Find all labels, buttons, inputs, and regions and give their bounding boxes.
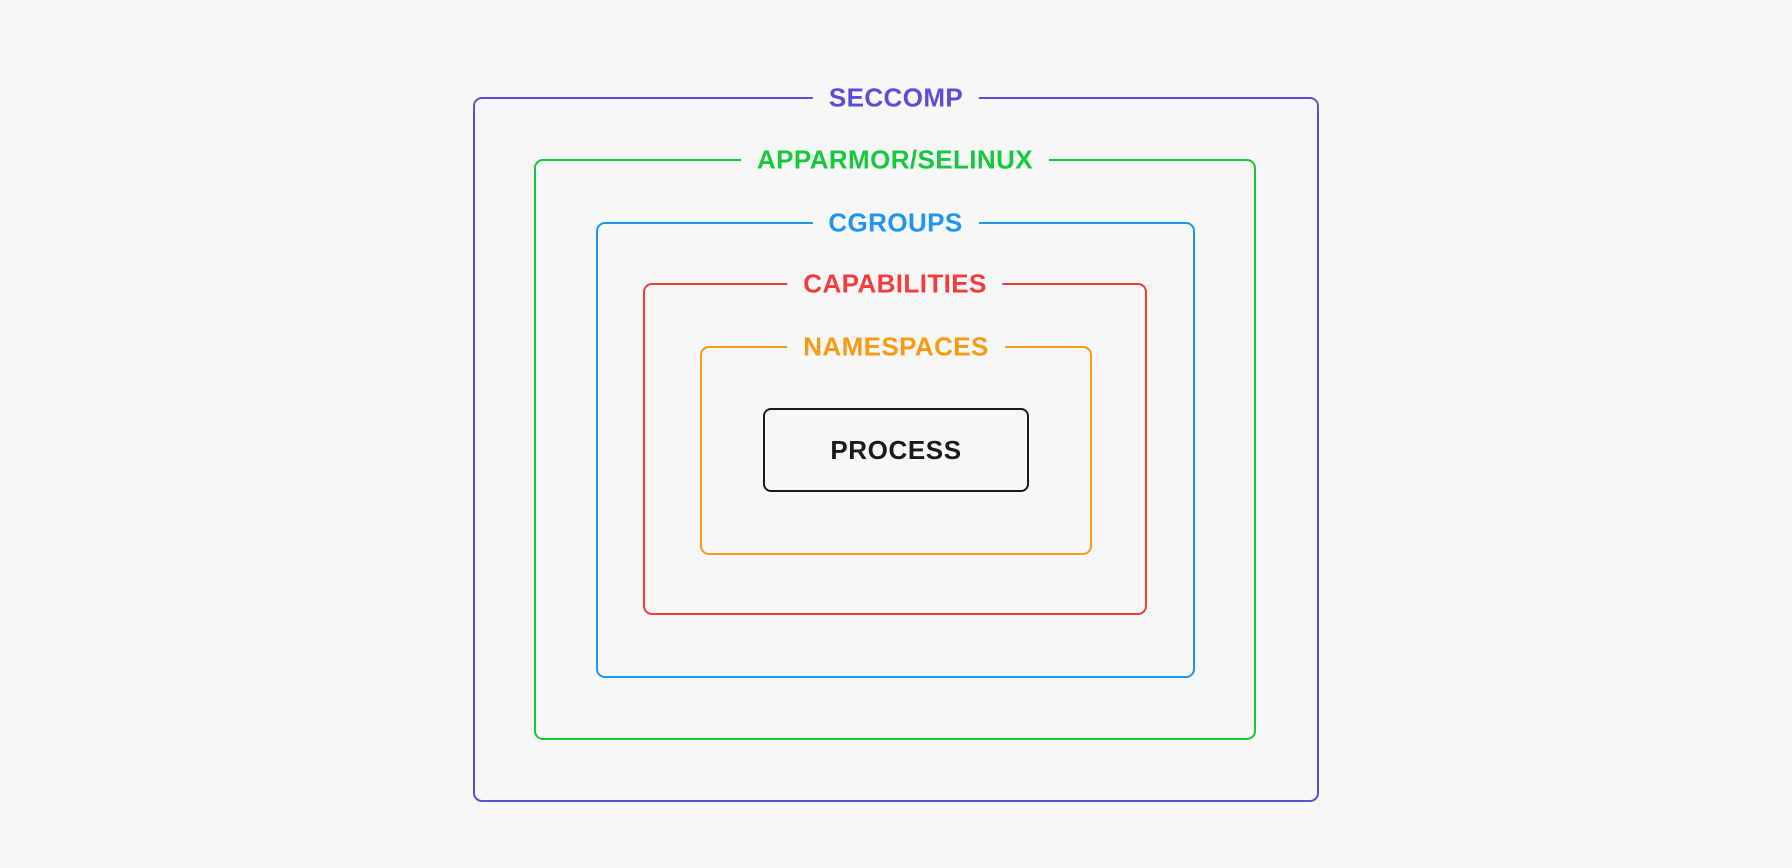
process-label: PROCESS: [830, 434, 962, 465]
layer-apparmor-selinux: APPARMOR/SELINUX: [534, 145, 1256, 740]
process-box: PROCESS: [763, 408, 1029, 492]
layer-capabilities-label: CAPABILITIES: [787, 269, 1003, 299]
layer-cgroups: CGROUPS: [596, 208, 1195, 678]
layer-seccomp-label: SECCOMP: [812, 83, 980, 113]
layer-cgroups-label: CGROUPS: [812, 208, 979, 238]
layer-seccomp: SECCOMP: [473, 83, 1319, 802]
layer-namespaces-label: NAMESPACES: [787, 332, 1005, 362]
layer-namespaces: NAMESPACES: [700, 332, 1092, 555]
layer-capabilities: CAPABILITIES: [643, 269, 1147, 615]
layer-apparmor-selinux-label: APPARMOR/SELINUX: [740, 145, 1050, 175]
